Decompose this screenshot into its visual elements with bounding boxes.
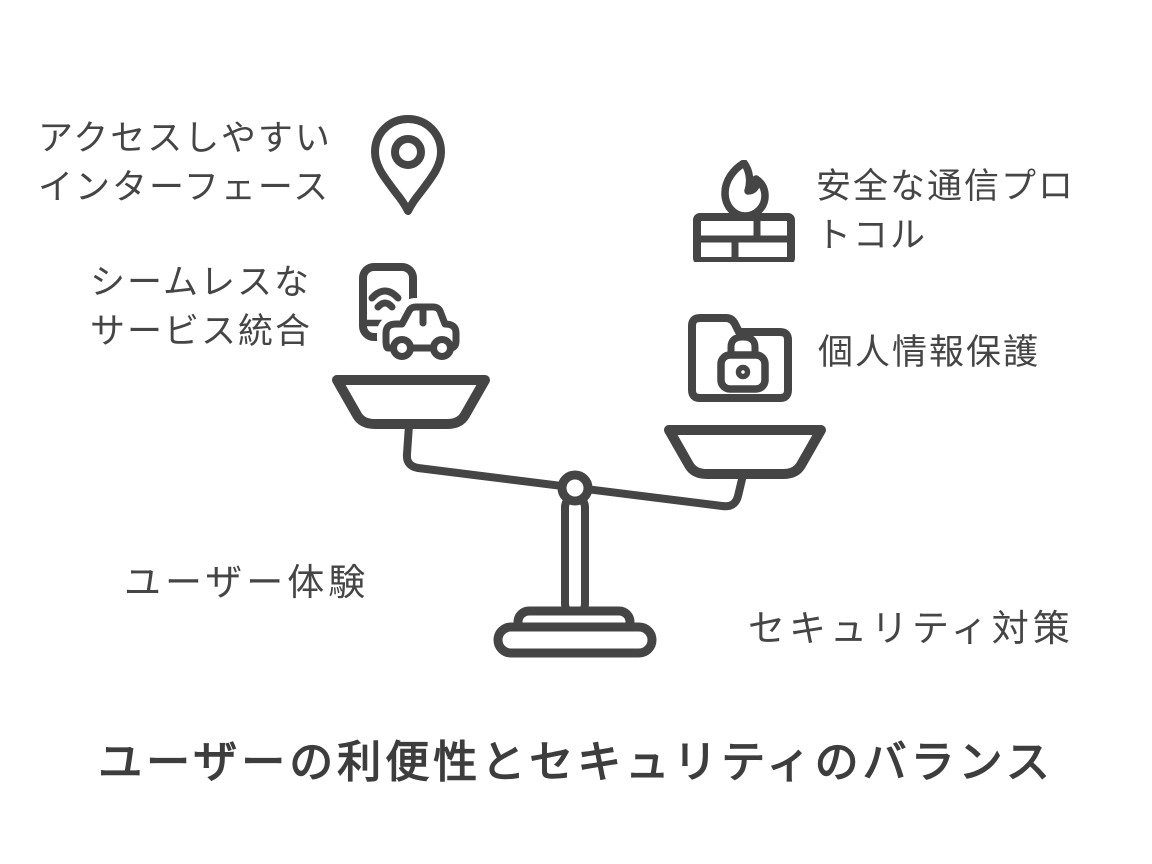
label-accessible-interface-line2: インターフェース xyxy=(38,168,331,207)
scale-post xyxy=(561,494,589,617)
smartphone-car-icon xyxy=(359,263,464,364)
label-accessible-interface: アクセスしやすい インターフェース xyxy=(38,114,332,212)
scale-pivot-joint xyxy=(557,470,593,506)
label-secure-protocol-line2: トコル xyxy=(816,216,928,255)
label-seamless-integration-line2: サービス統合 xyxy=(90,312,313,351)
scale-base-bottom xyxy=(493,622,657,658)
scale-right-pan xyxy=(664,425,826,479)
label-seamless-integration-line1: シームレスな xyxy=(90,263,311,302)
label-accessible-interface-line1: アクセスしやすい xyxy=(38,119,332,158)
firewall-icon xyxy=(693,160,795,262)
label-seamless-integration: シームレスな サービス統合 xyxy=(90,258,312,356)
scale-left-pan xyxy=(332,375,490,429)
label-security-measures: セキュリティ対策 xyxy=(748,608,1074,649)
label-secure-protocol-line1: 安全な通信プロ xyxy=(816,167,1076,206)
label-personal-data-protection-line1: 個人情報保護 xyxy=(818,333,1041,372)
label-personal-data-protection: 個人情報保護 xyxy=(818,328,1040,377)
location-pin-icon xyxy=(371,115,445,215)
balance-scale-illustration xyxy=(332,375,826,658)
label-user-experience: ユーザー体験 xyxy=(124,562,370,603)
label-secure-protocol: 安全な通信プロ トコル xyxy=(816,162,1075,260)
diagram-title: ユーザーの利便性とセキュリティのバランス xyxy=(98,738,1054,787)
folder-lock-icon xyxy=(688,314,792,402)
